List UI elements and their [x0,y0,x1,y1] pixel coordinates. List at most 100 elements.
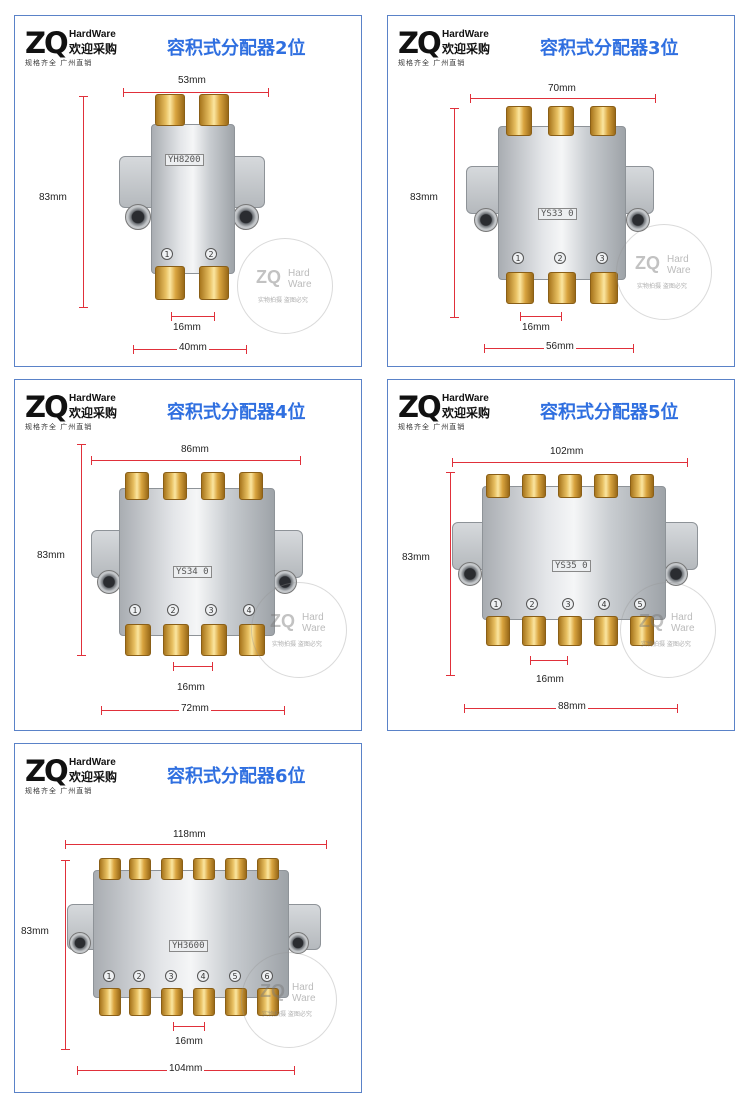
panel-title: 容积式分配器4位 [167,402,306,423]
logo-slogan: 欢迎采购 [442,42,491,56]
brass-outlet-fitting [522,616,546,646]
pitch-label: 16mm [177,682,205,693]
height-label: 83mm [37,550,65,561]
watermark-mark: ZQ [270,611,295,631]
brass-outlet-fitting [163,624,189,656]
logo-slogan: 欢迎采购 [442,406,491,420]
watermark-circle: ZQ Hard Ware 实物拍摄 盗图必究 [616,224,712,320]
watermark-note: 实物拍摄 盗图必究 [641,641,691,648]
panel-title: 容积式分配器2位 [167,38,306,59]
logo-subtitle: 规格齐全 广州直销 [25,787,93,795]
brass-inlet-fitting [239,472,263,500]
bottom-width-label: 40mm [177,342,209,353]
logo-hardware: HardWare [442,393,489,404]
top-width-label: 102mm [550,446,584,457]
top-width-label: 86mm [181,444,209,455]
watermark-line: Hard [667,254,689,265]
brass-outlet-fitting [199,266,229,300]
bottom-width-label: 88mm [556,701,588,712]
brass-inlet-fitting [161,858,183,880]
brass-outlet-fitting [155,266,185,300]
top-width-dimension [470,94,656,103]
top-width-dimension [91,456,301,465]
top-width-dimension [65,840,327,849]
port-number: 1 [129,604,141,616]
watermark-note: 实物拍摄 盗图必究 [272,641,322,648]
top-width-label: 70mm [548,83,576,94]
model-label: YS35 0 [552,560,591,572]
brass-outlet-fitting [486,616,510,646]
mount-hole [287,932,309,954]
watermark-mark: ZQ [635,253,660,273]
logo-hardware: HardWare [69,29,116,40]
brass-inlet-fitting [125,472,149,500]
watermark-line: Ware [292,993,316,1004]
height-dimension [77,444,86,656]
height-label: 83mm [402,552,430,563]
port-number: 1 [490,598,502,610]
port-number: 3 [596,252,608,264]
top-width-dimension [123,88,269,97]
brass-outlet-fitting [590,272,618,304]
mount-hole [97,570,121,594]
logo-mark: ZQ [25,390,69,424]
port-number: 1 [161,248,173,260]
mount-hole [69,932,91,954]
logo-mark: ZQ [25,26,69,60]
logo-subtitle: 规格齐全 广州直销 [25,423,93,431]
logo-hardware: HardWare [69,757,116,768]
brass-inlet-fitting [163,472,187,500]
top-width-label: 118mm [173,829,206,840]
height-label: 83mm [21,926,49,937]
brass-inlet-fitting [199,94,229,126]
model-label: YH8200 [165,154,204,166]
logo-subtitle: 规格齐全 广州直销 [25,59,93,67]
logo-slogan: 欢迎采购 [69,406,118,420]
logo-mark: ZQ [398,390,442,424]
port-number: 1 [103,970,115,982]
logo-subtitle: 规格齐全 广州直销 [398,423,466,431]
pitch-label: 16mm [536,674,564,685]
logo-subtitle: 规格齐全 广州直销 [398,59,466,67]
panel-title: 容积式分配器5位 [540,402,679,423]
distributor-body [93,870,289,998]
logo-hardware: HardWare [442,29,489,40]
port-number: 4 [598,598,610,610]
brass-inlet-fitting [201,472,225,500]
product-panel-3-position: ZQ HardWare 欢迎采购 规格齐全 广州直销 容积式分配器3位 70mm… [387,15,735,367]
port-number: 3 [165,970,177,982]
zq-logo: ZQ HardWare 欢迎采购 规格齐全 广州直销 [398,390,508,432]
brass-outlet-fitting [125,624,151,656]
watermark-note: 实物拍摄 盗图必究 [637,283,687,290]
watermark-mark: ZQ [639,611,664,631]
brass-inlet-fitting [522,474,546,498]
logo-mark: ZQ [398,26,442,60]
panel-title: 容积式分配器3位 [540,38,679,59]
mount-hole [458,562,482,586]
brass-inlet-fitting [590,106,616,136]
pitch-dimension [520,312,562,321]
watermark-line: Hard [671,612,693,623]
model-label: YS33 0 [538,208,577,220]
watermark-line: Hard [302,612,324,623]
port-number: 2 [554,252,566,264]
height-dimension [79,96,88,308]
brass-inlet-fitting [225,858,247,880]
brass-outlet-fitting [594,616,618,646]
pitch-dimension [171,312,215,321]
pitch-label: 16mm [173,322,201,333]
height-label: 83mm [39,192,67,203]
model-label: YH3600 [169,940,208,952]
logo-slogan: 欢迎采购 [69,42,118,56]
watermark-line: Ware [671,623,695,634]
watermark-line: Ware [302,623,326,634]
watermark-note: 实物拍摄 盗图必究 [262,1011,312,1018]
brass-inlet-fitting [193,858,215,880]
height-label: 83mm [410,192,438,203]
brass-outlet-fitting [161,988,183,1016]
brass-outlet-fitting [506,272,534,304]
pitch-label: 16mm [175,1036,203,1047]
brass-inlet-fitting [257,858,279,880]
brass-inlet-fitting [558,474,582,498]
brass-outlet-fitting [99,988,121,1016]
